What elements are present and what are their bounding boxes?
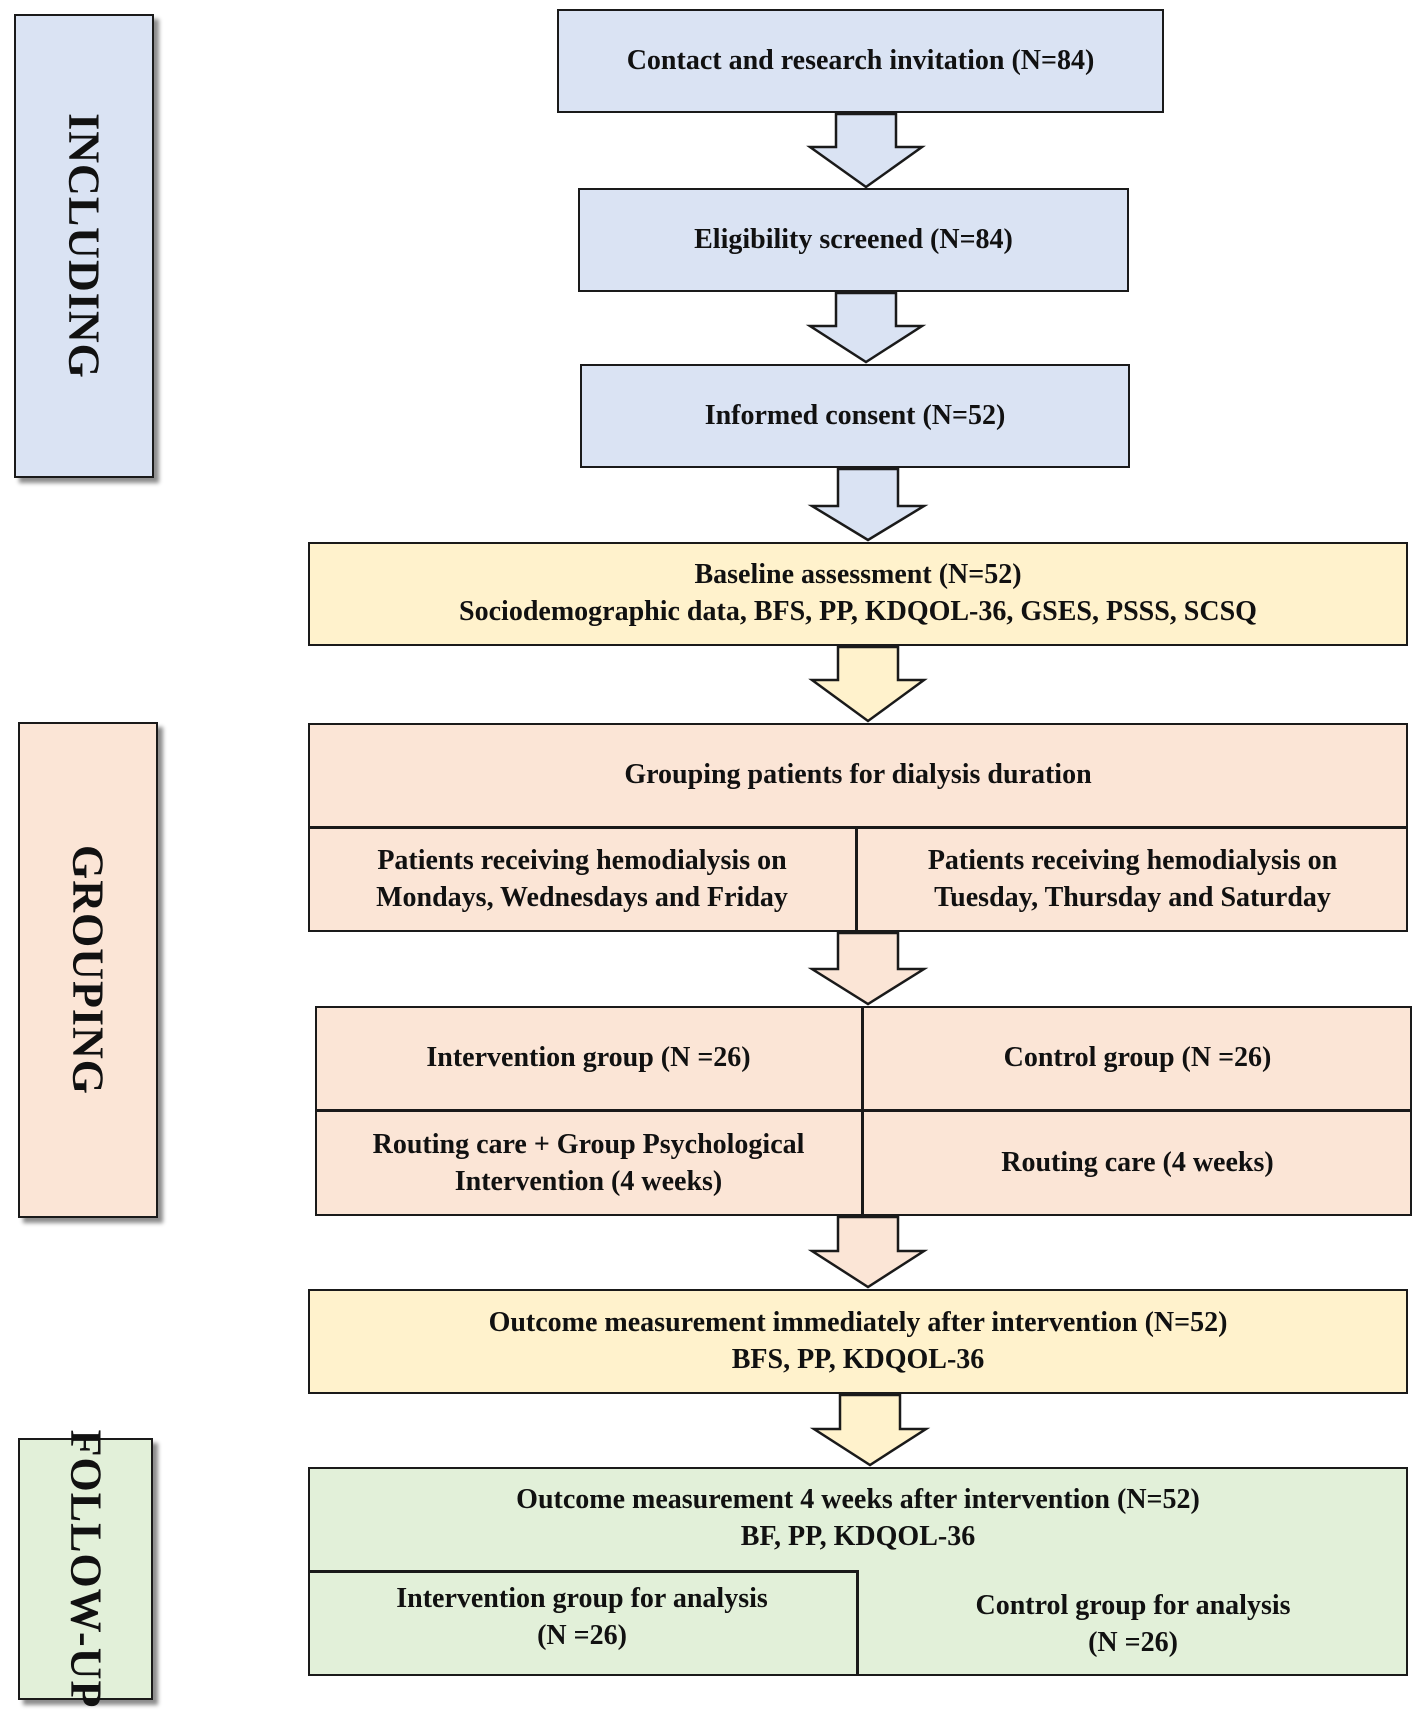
- intervention-group-cell: Intervention group (N =26): [315, 1006, 862, 1110]
- arrow-down-icon: [807, 931, 929, 1006]
- stage-follow-up-label: FOLLOW-UP: [61, 1429, 110, 1709]
- intervention-group-text: Intervention group (N =26): [426, 1041, 751, 1073]
- baseline-measures: Sociodemographic data, BFS, PP, KDQOL-36…: [459, 596, 1257, 627]
- arrow-down-icon: [805, 291, 927, 364]
- assignment-divider-h: [315, 1109, 1412, 1112]
- assignment-divider-v: [861, 1006, 864, 1216]
- stage-including-label: INCLUDING: [59, 113, 109, 379]
- baseline-title: Baseline assessment (N=52): [694, 559, 1022, 591]
- baseline-box: Baseline assessment (N=52) Sociodemograp…: [308, 542, 1408, 646]
- arrow-down-icon: [807, 467, 929, 542]
- grouping-title-text: Grouping patients for dialysis duration: [624, 758, 1092, 790]
- outcome-immediate-box: Outcome measurement immediately after in…: [308, 1289, 1408, 1394]
- control-group-text: Control group (N =26): [1003, 1041, 1272, 1073]
- arrow-down-icon: [806, 112, 926, 189]
- analysis-intervention-line2: (N =26): [537, 1620, 627, 1651]
- arrow-down-icon: [808, 645, 928, 723]
- stage-grouping-label: GROUPING: [63, 845, 113, 1095]
- followup-divider-v: [856, 1570, 859, 1676]
- analysis-intervention-line1: Intervention group for analysis: [396, 1583, 768, 1615]
- mwf-line1: Patients receiving hemodialysis on: [377, 845, 787, 877]
- intervention-care-cell: Routing care + Group Psychological Inter…: [315, 1111, 862, 1216]
- eligibility-text: Eligibility screened (N=84): [694, 223, 1013, 255]
- tts-line2: Tuesday, Thursday and Saturday: [934, 882, 1331, 913]
- tts-line1: Patients receiving hemodialysis on: [927, 845, 1338, 877]
- arrow-down-icon: [807, 1215, 929, 1289]
- outcome-4w-cell: Outcome measurement 4 weeks after interv…: [308, 1467, 1408, 1571]
- mwf-group-cell: Patients receiving hemodialysis on Monda…: [308, 828, 856, 932]
- stage-grouping: GROUPING: [18, 722, 158, 1218]
- contact-text: Contact and research invitation (N=84): [626, 44, 1095, 76]
- followup-divider-h: [308, 1570, 858, 1573]
- grouping-divider-h: [308, 826, 1408, 829]
- analysis-intervention-cell: Intervention group for analysis (N =26): [308, 1572, 856, 1672]
- analysis-control-cell: Control group for analysis (N =26): [858, 1574, 1408, 1676]
- control-care-cell: Routing care (4 weeks): [863, 1111, 1412, 1216]
- analysis-control-line2: (N =26): [1088, 1627, 1178, 1658]
- arrow-down-icon: [809, 1393, 931, 1467]
- outcome-4w-title: Outcome measurement 4 weeks after interv…: [516, 1484, 1200, 1516]
- eligibility-box: Eligibility screened (N=84): [578, 188, 1129, 292]
- stage-including: INCLUDING: [14, 14, 154, 478]
- analysis-control-line1: Control group for analysis: [975, 1590, 1291, 1622]
- contact-box: Contact and research invitation (N=84): [557, 9, 1164, 113]
- mwf-line2: Mondays, Wednesdays and Friday: [376, 882, 788, 913]
- consent-box: Informed consent (N=52): [580, 364, 1130, 468]
- stage-follow-up: FOLLOW-UP: [18, 1430, 153, 1708]
- outcome-immediate-title: Outcome measurement immediately after in…: [488, 1306, 1228, 1338]
- consent-text: Informed consent (N=52): [704, 399, 1006, 431]
- control-care-text: Routing care (4 weeks): [1001, 1147, 1274, 1179]
- outcome-immediate-measures: BFS, PP, KDQOL-36: [731, 1343, 985, 1375]
- grouping-divider-v: [855, 826, 858, 932]
- outcome-4w-measures: BF, PP, KDQOL-36: [740, 1521, 976, 1552]
- intervention-care-line1: Routing care + Group Psychological: [372, 1128, 805, 1160]
- tts-group-cell: Patients receiving hemodialysis on Tuesd…: [857, 828, 1408, 932]
- intervention-care-line2: Intervention (4 weeks): [454, 1165, 723, 1197]
- control-group-cell: Control group (N =26): [863, 1006, 1412, 1110]
- grouping-title: Grouping patients for dialysis duration: [308, 723, 1408, 827]
